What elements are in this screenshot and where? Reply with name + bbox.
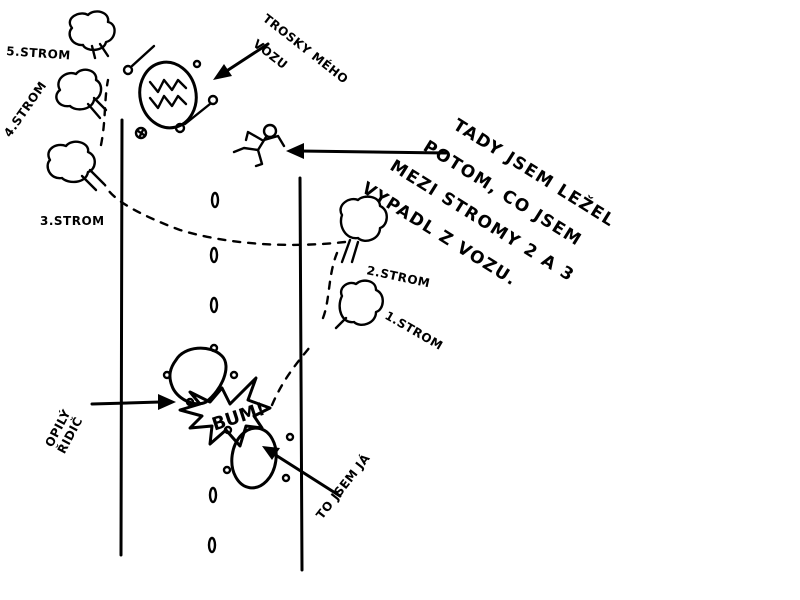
arrow-head-driver [158,394,176,410]
arrows [90,42,448,498]
tree-4-label: 4.STROM [1,79,50,140]
tree-1 [334,279,384,330]
arrow-icon [298,149,448,155]
tree-icon [334,279,384,330]
arrow-head-me [262,446,280,460]
crash-label: BUM! [209,399,267,436]
drunk-driver-label: OPILÝ ŘIDIČ [41,407,85,456]
drunk-driver-car [162,343,239,407]
stick-figure-icon [232,123,286,168]
tree-1-label: 1.STROM [383,308,446,352]
wreck-zigzag [148,78,188,110]
tree-5-label: 5.STROM [6,44,71,62]
arrow-icon [220,42,270,76]
lying-here-note: TADY JSEM LEŽEL POTOM, CO JSEM MEZI STRO… [358,114,620,291]
car-trajectory-dashed [99,78,347,407]
arrow-head-wreck [213,64,232,80]
road-center-line [207,191,220,554]
tree-3 [46,140,106,192]
tree-icon [46,140,106,192]
arrow-icon [272,452,342,498]
explosion-icon [178,376,272,448]
wreck-debris [122,44,219,140]
wreck-label-line2: VOZU [250,37,290,72]
car-icon [138,60,198,130]
tree-3-label: 3.STROM [40,214,105,228]
arrow-icon [90,400,162,406]
arrow-head-figure [286,143,304,159]
stick-figure [232,123,286,168]
tree-5 [68,10,116,60]
tree-icon [55,68,108,120]
tree-icon [339,195,388,264]
road-left-edge [119,118,124,557]
car-wreck [122,44,219,140]
wreck-label: TROSKY MÉHO VOZU [250,11,351,87]
road [119,118,304,572]
me-label: TO JSEM JÁ [313,450,373,521]
tree-icon [68,10,116,60]
road-right-edge [298,176,304,572]
crash-explosion: BUM! [178,376,272,448]
tree-4 [55,68,108,120]
tree-2 [339,195,388,264]
